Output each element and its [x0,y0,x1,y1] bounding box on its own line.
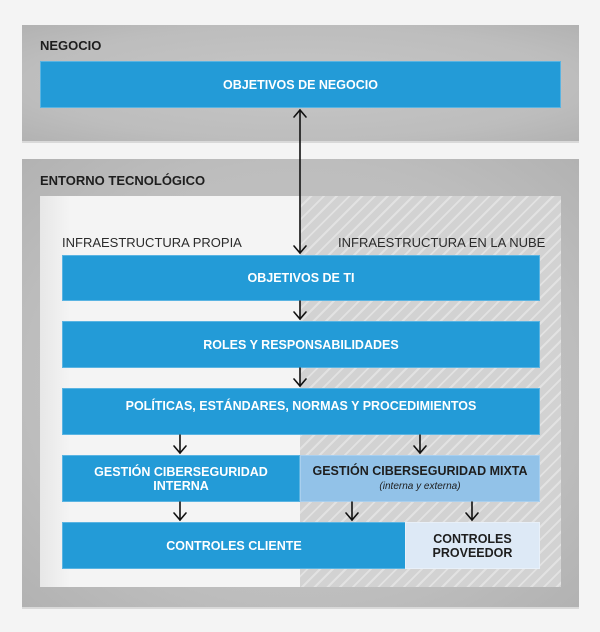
cloud-infrastructure-label: INFRAESTRUCTURA EN LA NUBE [338,235,546,250]
mixed-cybersecurity-box: GESTIÓN CIBERSEGURIDAD MIXTA (interna y … [300,455,540,502]
mixed-cybersecurity-title: GESTIÓN CIBERSEGURIDAD MIXTA [312,463,528,478]
own-infrastructure-label: INFRAESTRUCTURA PROPIA [62,235,242,250]
business-objectives-label: OBJETIVOS DE NEGOCIO [223,77,378,92]
it-objectives-label: OBJETIVOS DE TI [247,271,355,285]
provider-controls-line2: PROVEEDOR [432,545,513,560]
mixed-cybersecurity-subtitle: (interna y externa) [379,480,461,492]
it-objectives-box: OBJETIVOS DE TI [62,255,540,301]
internal-cybersecurity-box: GESTIÓN CIBERSEGURIDAD INTERNA [62,455,300,502]
client-controls-label: CONTROLES CLIENTE [166,538,302,553]
arrow-it-to-roles [293,300,307,321]
arrow-policies-to-mixed [413,434,427,455]
internal-cybersecurity-line2: INTERNA [153,478,209,493]
arrow-internal-to-client-controls [173,501,187,522]
arrow-policies-to-internal [173,434,187,455]
bidirectional-arrow-business-it [293,108,307,255]
policies-label: POLÍTICAS, ESTÁNDARES, NORMAS Y PROCEDIM… [125,399,477,413]
client-controls-box: CONTROLES CLIENTE [62,522,406,569]
business-group-title: NEGOCIO [40,38,102,53]
arrow-mixed-to-provider-controls [465,501,479,522]
roles-box: ROLES Y RESPONSABILIDADES [62,321,540,368]
roles-label: ROLES Y RESPONSABILIDADES [203,337,399,352]
policies-box: POLÍTICAS, ESTÁNDARES, NORMAS Y PROCEDIM… [62,388,540,435]
provider-controls-box: CONTROLES PROVEEDOR [405,522,540,569]
tech-environment-title: ENTORNO TECNOLÓGICO [40,173,206,188]
provider-controls-line1: CONTROLES [433,531,512,546]
business-objectives-box: OBJETIVOS DE NEGOCIO [40,61,561,108]
arrow-mixed-to-client-controls [345,501,359,522]
internal-cybersecurity-line1: GESTIÓN CIBERSEGURIDAD [94,464,268,479]
arrow-roles-to-policies [293,367,307,388]
